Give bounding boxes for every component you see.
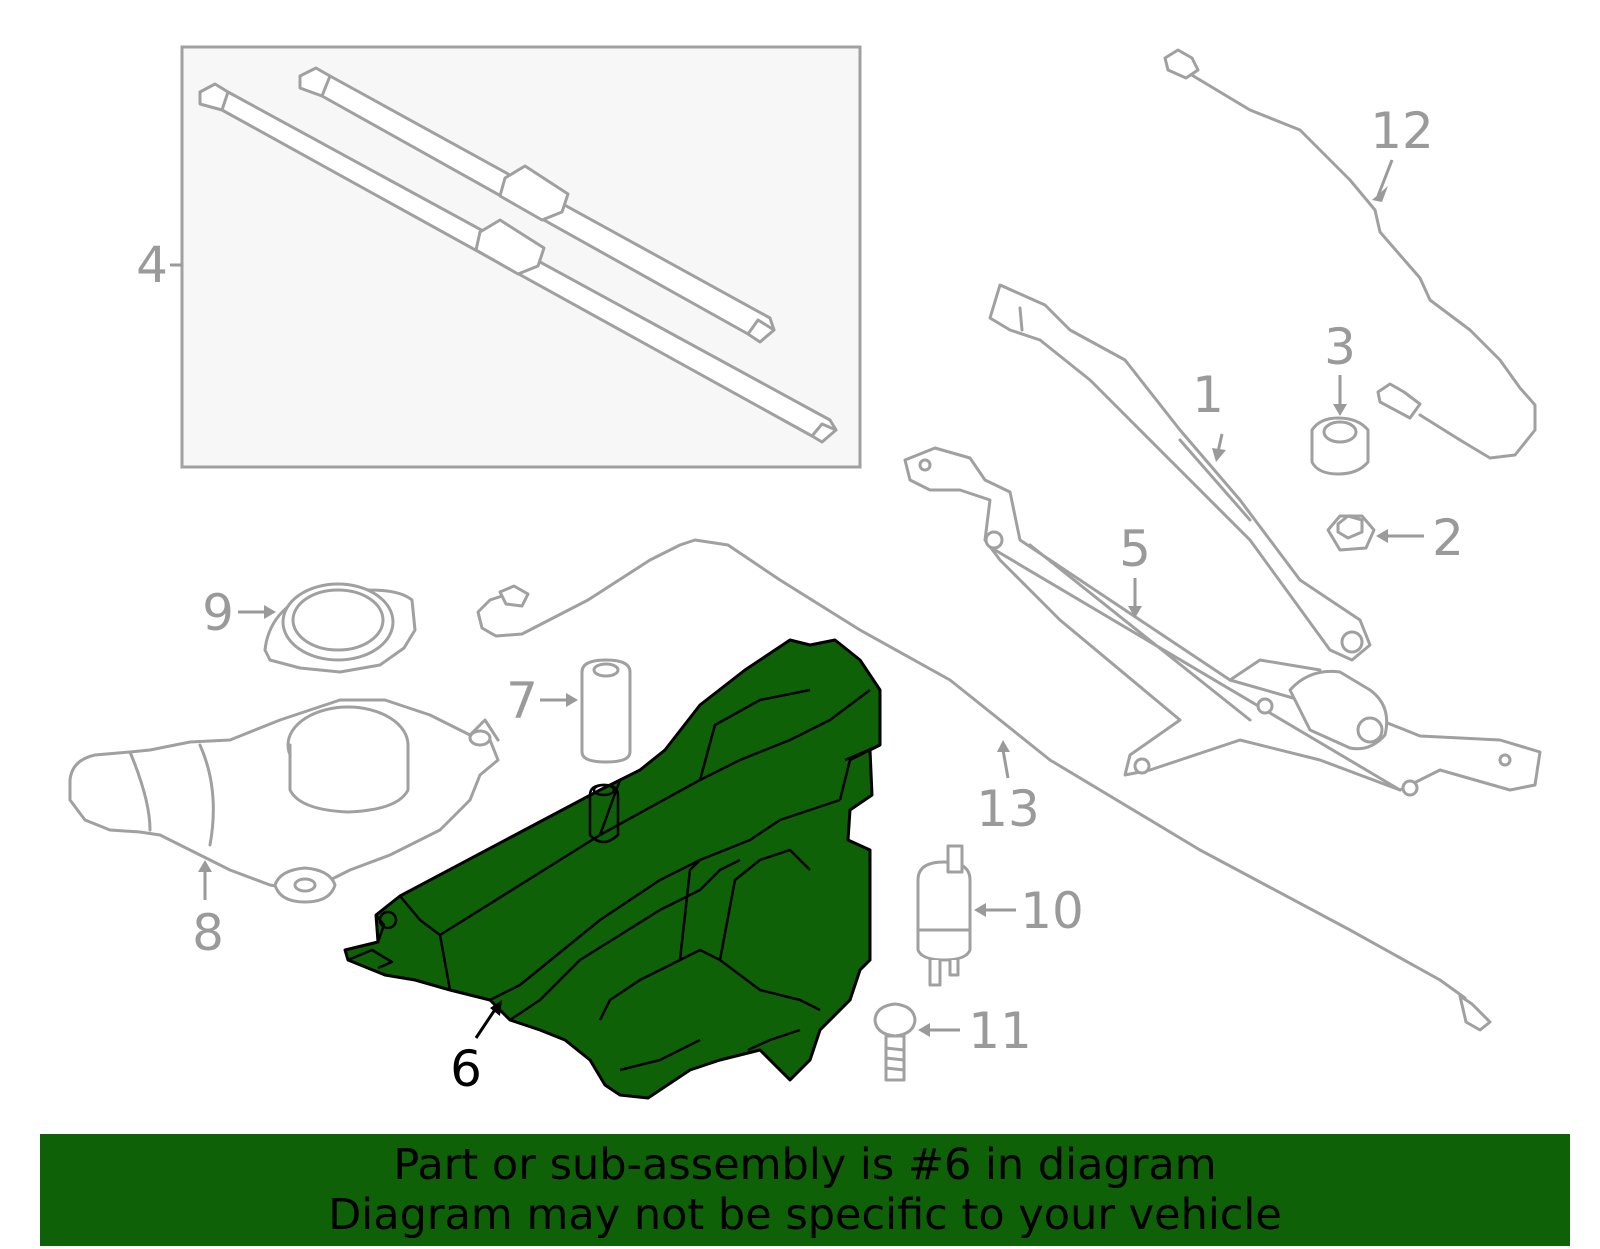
callout-13: 13 bbox=[976, 780, 1040, 838]
callout-4: 4 bbox=[136, 236, 168, 294]
callout-10: 10 bbox=[1020, 882, 1084, 940]
parts-diagram: 1 2 3 4 5 6 7 8 9 10 11 12 13 bbox=[68, 45, 1542, 1100]
callout-11: 11 bbox=[968, 1002, 1032, 1060]
part-7-bushing[interactable] bbox=[580, 658, 632, 764]
callout-3: 3 bbox=[1324, 318, 1356, 376]
part-13-washer-tube[interactable] bbox=[476, 538, 1492, 1032]
part-3-grommet[interactable] bbox=[1310, 416, 1370, 476]
part-8-filler-neck[interactable] bbox=[68, 698, 500, 904]
callout-12: 12 bbox=[1370, 102, 1434, 160]
banner-line-1: Part or sub-assembly is #6 in diagram bbox=[393, 1140, 1217, 1190]
callout-1: 1 bbox=[1192, 366, 1224, 424]
callout-9: 9 bbox=[202, 584, 234, 642]
part-4-wiper-blades[interactable] bbox=[180, 45, 862, 469]
part-10-washer-pump[interactable] bbox=[916, 844, 972, 987]
callout-8: 8 bbox=[192, 904, 224, 962]
part-11-bolt[interactable] bbox=[873, 1002, 917, 1082]
info-banner: Part or sub-assembly is #6 in diagram Di… bbox=[40, 1134, 1570, 1246]
part-5-wiper-linkage[interactable] bbox=[903, 446, 1542, 797]
part-1-wiper-arm[interactable] bbox=[988, 283, 1372, 662]
callout-5: 5 bbox=[1119, 520, 1151, 578]
callout-7: 7 bbox=[506, 672, 538, 730]
callout-2: 2 bbox=[1432, 509, 1464, 567]
part-6-washer-reservoir[interactable] bbox=[343, 638, 882, 1100]
banner-line-2: Diagram may not be specific to your vehi… bbox=[328, 1190, 1282, 1240]
callout-6: 6 bbox=[450, 1040, 482, 1098]
part-2-nut[interactable] bbox=[1326, 514, 1376, 552]
part-12-washer-hose[interactable] bbox=[1163, 48, 1537, 460]
part-9-filler-cap[interactable] bbox=[263, 582, 417, 674]
